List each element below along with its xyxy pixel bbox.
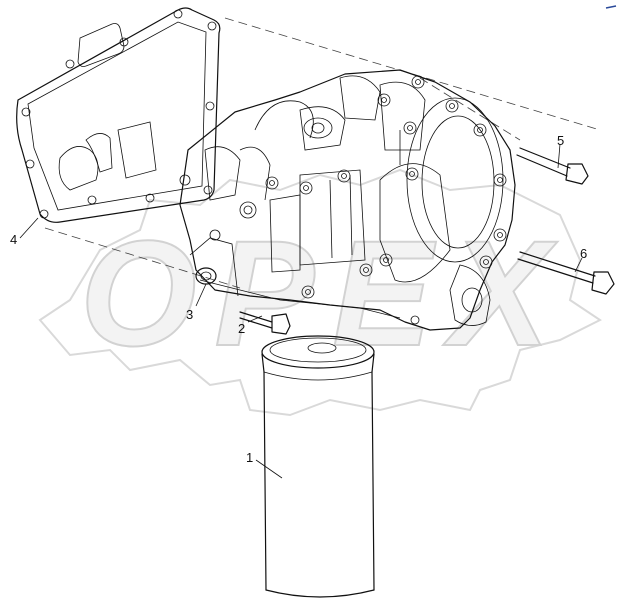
bolt-part-2[interactable] [239,311,291,335]
alignment-lines [44,17,601,289]
housing-bolt-heads [179,75,507,325]
watermark-text: OPEX [80,209,558,377]
bolt-part-6[interactable] [517,251,615,295]
callout-3: 3 [186,307,193,322]
callout-4: 4 [10,232,17,247]
bolt-part-5[interactable] [516,147,589,185]
oil-cooler-housing[interactable] [179,69,516,331]
watermark-gear-outline [38,168,602,417]
callout-1: 1 [246,450,253,465]
oil-filter-part-1[interactable] [261,335,375,598]
callout-2: 2 [238,321,245,336]
corner-mark [605,5,617,9]
callout-6: 6 [580,246,587,261]
gasket-part-4[interactable] [16,7,221,223]
callout-labels: 1 2 3 4 5 6 [10,133,587,465]
callout-5: 5 [557,133,564,148]
leader-lines [19,143,583,479]
watermark: OPEX [38,168,602,417]
gasket-bolt-holes [21,9,217,219]
